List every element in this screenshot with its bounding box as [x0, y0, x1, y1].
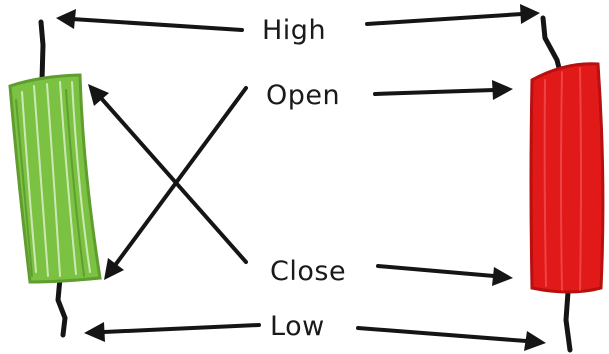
low-label: Low — [270, 311, 325, 342]
bearish-upper-wick — [543, 18, 560, 72]
bearish-lower-wick — [566, 292, 570, 350]
bearish-candle — [531, 18, 603, 350]
bearish-candle-body — [531, 64, 603, 292]
open-label: Open — [266, 80, 340, 111]
low-right-arrow — [358, 328, 546, 351]
high-right-arrow — [367, 4, 540, 24]
open-to-bullish-bottom-arrow — [104, 88, 246, 280]
high-left-arrow — [56, 9, 242, 30]
close-label: Close — [270, 256, 346, 287]
open-right-arrow — [375, 80, 513, 100]
close-right-arrow — [378, 266, 513, 286]
high-label: High — [262, 15, 326, 46]
low-left-arrow — [84, 322, 259, 342]
bullish-candle — [10, 22, 100, 335]
close-to-bullish-top-arrow — [88, 84, 246, 262]
bullish-upper-wick — [41, 22, 43, 80]
bullish-lower-wick — [58, 278, 65, 335]
